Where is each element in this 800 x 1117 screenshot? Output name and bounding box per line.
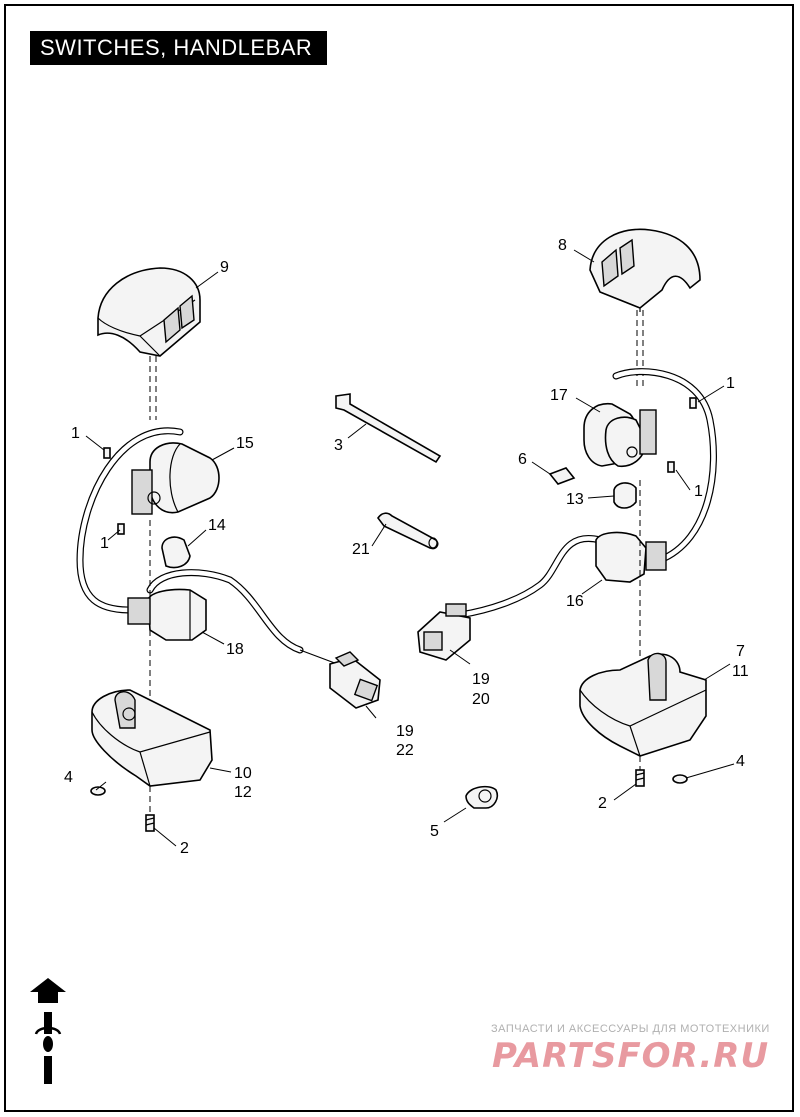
watermark-tagline: ЗАПЧАСТИ И АКСЕССУАРЫ ДЛЯ МОТОТЕХНИКИ [491,1023,770,1035]
callout-21: 21 [352,541,370,558]
callout-1-right-a: 1 [726,375,735,392]
callout-14: 14 [208,517,226,534]
callout-11: 11 [732,663,749,680]
leader-lines [85,249,735,847]
callout-19-right: 19 [472,671,490,688]
right-switch-16 [595,531,667,583]
page-frame [4,4,794,1112]
pad-6 [548,467,576,485]
callout-1-left-b: 1 [100,535,109,552]
callout-20: 20 [472,691,490,708]
left-screw-2 [145,814,155,832]
callout-12: 12 [234,784,252,801]
right-switch-17 [583,403,657,467]
left-connector-19 [299,649,381,709]
callout-2-right: 2 [598,795,607,812]
right-screw-1b [667,461,675,473]
left-washer-4 [90,786,106,796]
callout-18: 18 [226,641,244,658]
callout-17: 17 [550,387,568,404]
left-switch-18 [127,588,207,641]
callout-1-right-b: 1 [694,483,703,500]
left-switch-15 [131,442,220,515]
left-screw-1a [103,447,111,459]
clip-5 [465,785,499,809]
callout-7: 7 [736,643,745,660]
callout-10: 10 [234,765,252,782]
callout-13: 13 [566,491,584,508]
callout-16: 16 [566,593,584,610]
right-washer-4 [672,774,688,784]
callout-15: 15 [236,435,254,452]
right-lower-housing [579,652,707,757]
callout-22: 22 [396,742,414,759]
left-switch-14 [161,536,191,569]
left-upper-housing [97,267,201,357]
callout-3: 3 [334,437,343,454]
up-arrow-icon [30,978,66,1003]
right-connector-19 [417,603,471,661]
motorcycle-front-icon [34,1012,62,1084]
callout-2-left: 2 [180,840,189,857]
left-lower-housing [91,689,213,787]
callout-9: 9 [220,259,229,276]
callout-6: 6 [518,451,527,468]
callout-8: 8 [558,237,567,254]
callout-19-left: 19 [396,723,414,740]
right-switch-13 [613,482,637,509]
callout-4-left: 4 [64,769,73,786]
right-upper-housing [589,228,701,312]
callout-5: 5 [430,823,439,840]
left-screw-1b [117,523,125,535]
right-screw-2 [635,769,645,787]
callout-1-left-a: 1 [71,425,80,442]
tube-21 [377,512,439,550]
cable-strap-3 [335,393,442,464]
watermark-logo: PARTSFOR.RU [492,1036,770,1076]
page-title: SWITCHES, HANDLEBAR [30,31,327,65]
callout-4-right: 4 [736,753,745,770]
right-screw-1a [689,397,697,409]
